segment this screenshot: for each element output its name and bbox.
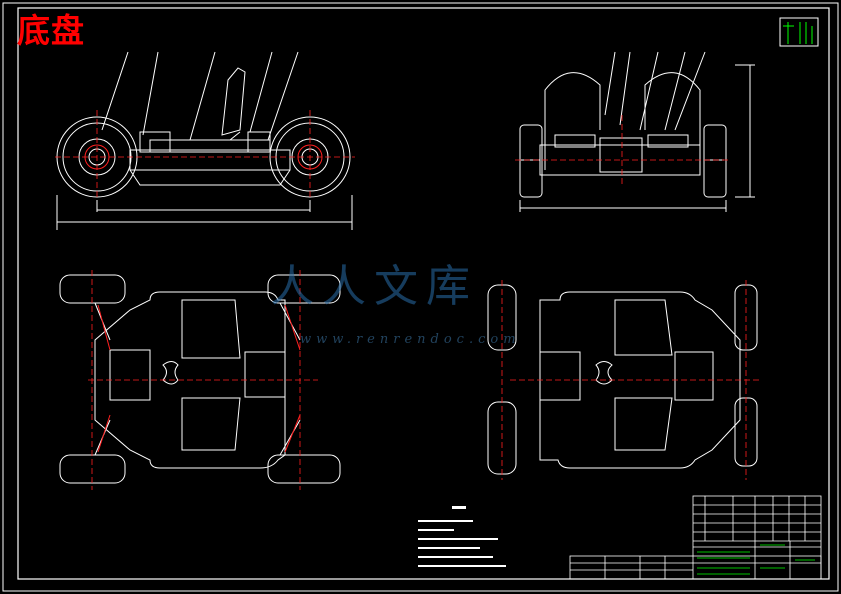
corner-mark bbox=[779, 17, 819, 47]
watermark-brand: 人人文库 bbox=[270, 261, 478, 312]
front-view bbox=[519, 51, 755, 212]
plan-view-right bbox=[487, 284, 758, 475]
notes-block bbox=[418, 506, 506, 567]
inner-frame bbox=[17, 7, 830, 580]
title-block bbox=[569, 495, 822, 580]
drawing-title: 底盘 bbox=[17, 11, 85, 50]
watermark-url: www.renrendoc.com bbox=[300, 332, 521, 347]
side-view bbox=[56, 51, 353, 230]
side-view-centerlines bbox=[55, 110, 355, 200]
